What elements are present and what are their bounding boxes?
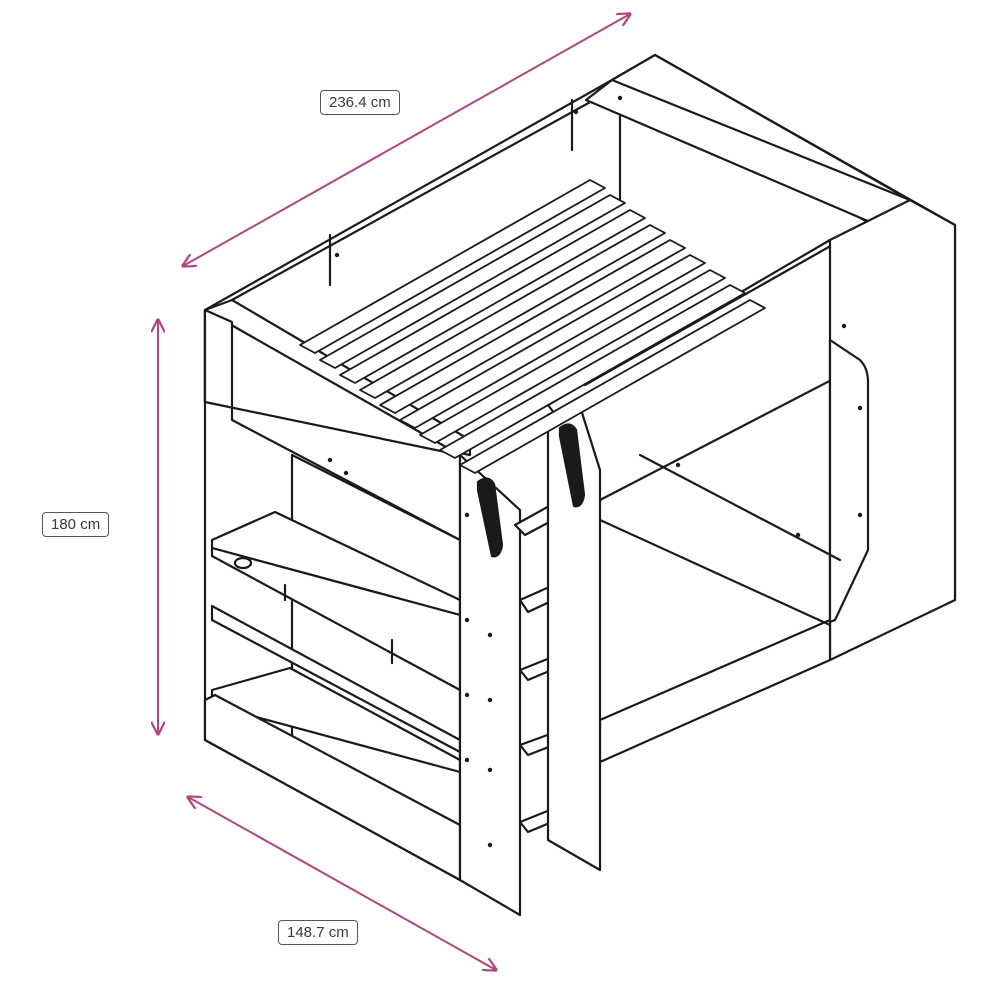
bolt bbox=[617, 95, 623, 101]
bolt bbox=[487, 842, 493, 848]
bolt bbox=[487, 767, 493, 773]
bolt bbox=[343, 470, 349, 476]
bolt bbox=[795, 532, 801, 538]
bolt bbox=[464, 617, 470, 623]
lower-bunk-back-edge bbox=[638, 453, 842, 562]
bolt bbox=[573, 109, 579, 115]
bolt-dots bbox=[327, 95, 863, 848]
lower-bunk-base bbox=[598, 618, 832, 764]
bolt bbox=[857, 405, 863, 411]
back-rail-inner-edge bbox=[230, 88, 614, 302]
slat bbox=[379, 239, 686, 414]
bolt bbox=[464, 692, 470, 698]
slat bbox=[439, 284, 746, 459]
bolt bbox=[675, 462, 681, 468]
slat bbox=[399, 254, 706, 429]
length-dimension-label: 236.4 cm bbox=[320, 90, 400, 115]
bed-frame bbox=[203, 53, 957, 917]
bed-slats bbox=[299, 179, 766, 474]
bolt bbox=[464, 757, 470, 763]
bolt bbox=[327, 457, 333, 463]
slat bbox=[459, 299, 766, 474]
ladder-handle-left bbox=[476, 477, 504, 558]
bolt bbox=[334, 252, 340, 258]
width-arrow bbox=[188, 797, 496, 970]
bolt bbox=[841, 323, 847, 329]
length-arrow bbox=[183, 14, 630, 266]
right-end-cutout bbox=[828, 338, 870, 624]
lower-bunk-inner-edge bbox=[598, 518, 832, 627]
bolt bbox=[464, 512, 470, 518]
ladder-handle-right bbox=[558, 423, 586, 508]
bolt bbox=[857, 512, 863, 518]
right-top-rail bbox=[584, 78, 912, 224]
dimension-arrows bbox=[158, 14, 630, 970]
slat bbox=[359, 224, 666, 399]
slat bbox=[419, 269, 726, 444]
ladder-left-panel bbox=[458, 453, 522, 917]
cable-port bbox=[233, 556, 253, 570]
slat bbox=[339, 209, 646, 384]
slat bbox=[319, 194, 626, 369]
bolt bbox=[487, 632, 493, 638]
bolt bbox=[487, 697, 493, 703]
slat bbox=[299, 179, 606, 354]
width-dimension-label: 148.7 cm bbox=[278, 920, 358, 945]
height-dimension-label: 180 cm bbox=[42, 512, 110, 537]
